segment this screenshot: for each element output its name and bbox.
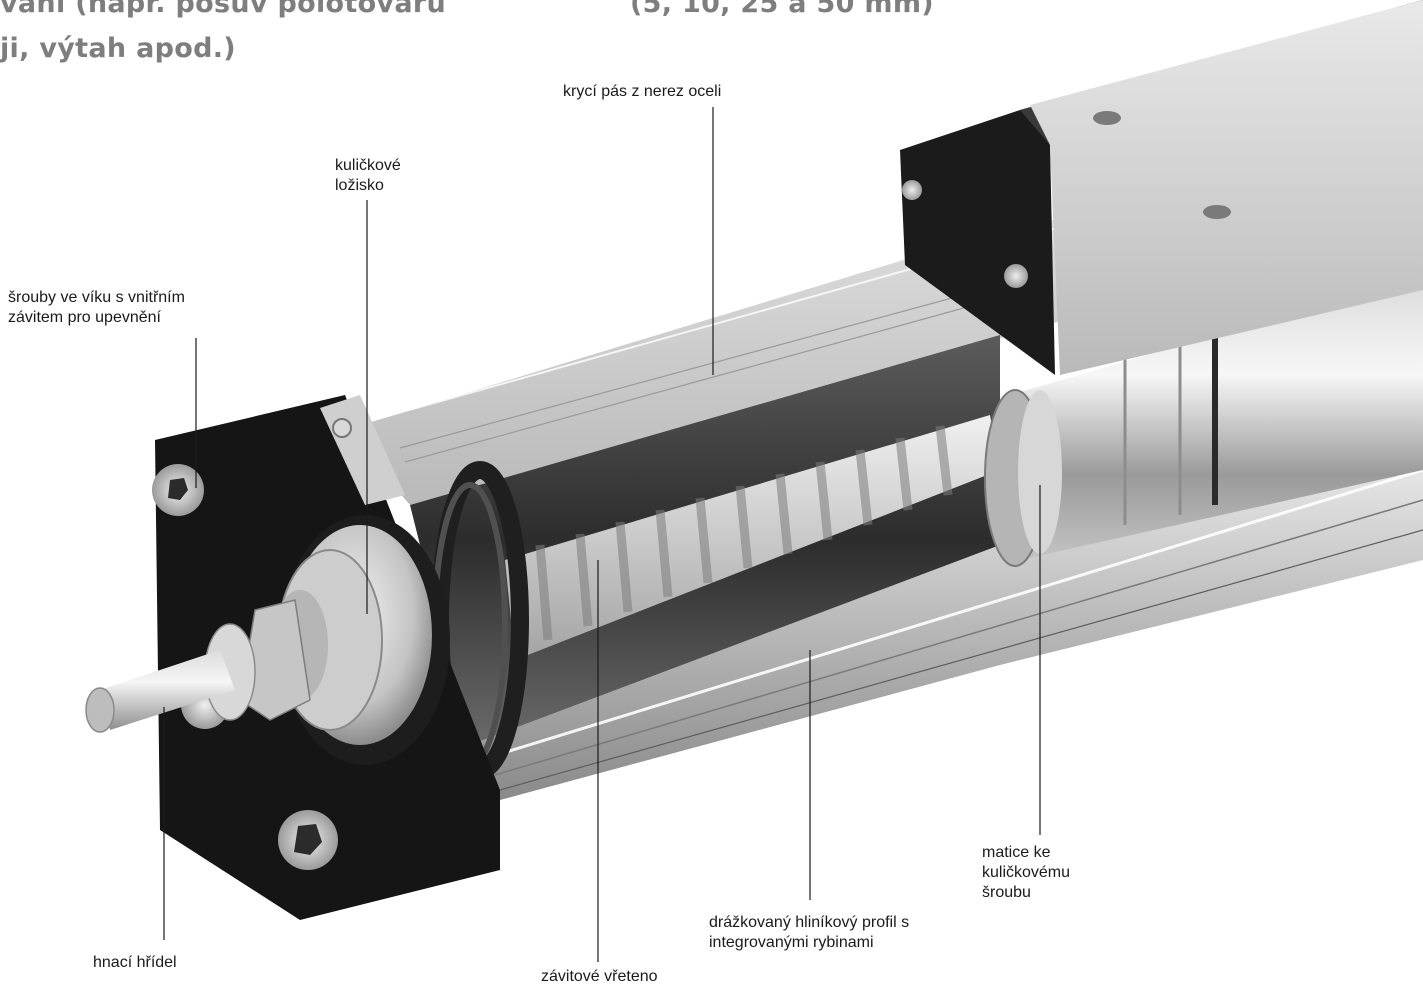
label-ball-screw-nut-line2: kuličkovému — [982, 864, 1071, 881]
label-drive-shaft-line: hnací hřídel — [93, 954, 177, 971]
heading-left-line1: vání (např. posuv polotovarů — [0, 0, 446, 19]
label-ball-screw-nut-line1: matice ke — [982, 844, 1051, 861]
label-cover-strip-line: krycí pás z nerez oceli — [563, 83, 722, 100]
label-drive-shaft: hnací hřídel — [93, 953, 177, 973]
label-ball-bearing-line2: ložisko — [335, 177, 384, 194]
label-threaded-spindle: závitové vřeteno — [541, 967, 658, 987]
label-ball-bearing-line1: kuličkové — [335, 157, 401, 174]
label-ball-screw-nut: matice ke kuličkovému šroubu — [982, 843, 1070, 903]
label-end-cap-screws: šrouby ve víku s vnitřním závitem pro up… — [8, 288, 185, 328]
label-threaded-spindle-line: závitové vřeteno — [541, 968, 658, 985]
label-aluminium-profile-line2: integrovanými rybinami — [709, 934, 874, 951]
heading-left-line2: ji, výtah apod.) — [0, 33, 236, 64]
heading-right-line1: (5, 10, 25 a 50 mm) — [630, 0, 934, 19]
label-ball-bearing: kuličkové ložisko — [335, 156, 401, 196]
label-end-cap-screws-line2: závitem pro upevnění — [8, 309, 161, 326]
label-aluminium-profile: drážkovaný hliníkový profil s integrovan… — [709, 913, 909, 953]
label-cover-strip: krycí pás z nerez oceli — [563, 82, 721, 102]
label-end-cap-screws-line1: šrouby ve víku s vnitřním — [8, 289, 185, 306]
label-aluminium-profile-line1: drážkovaný hliníkový profil s — [709, 914, 910, 931]
label-ball-screw-nut-line3: šroubu — [982, 884, 1031, 901]
